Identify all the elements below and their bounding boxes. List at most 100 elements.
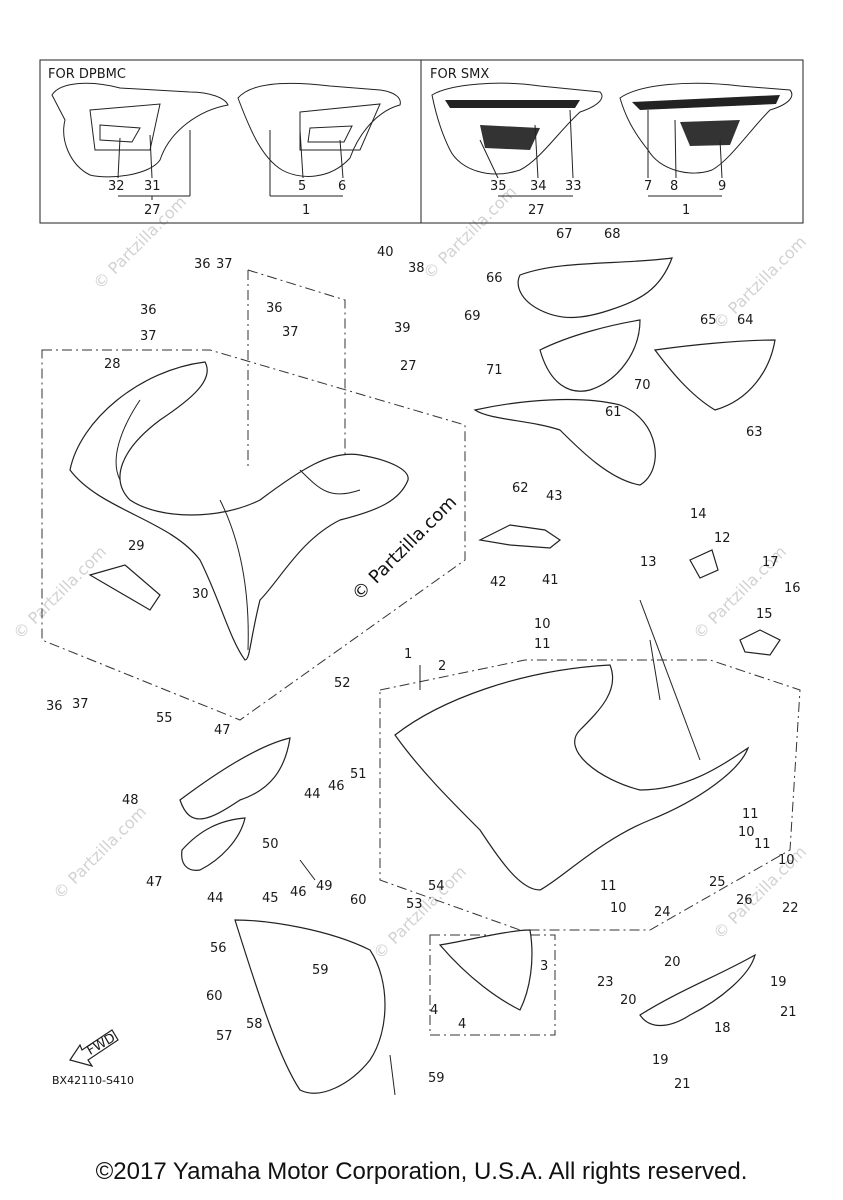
- callout: 20: [620, 993, 637, 1008]
- callout: 22: [782, 901, 799, 916]
- callout: 62: [512, 481, 529, 496]
- callout: 43: [546, 489, 563, 504]
- bracket-assembly: [88, 257, 781, 656]
- callout: 36: [194, 257, 211, 272]
- callout: 18: [714, 1021, 731, 1036]
- callout: 11: [534, 637, 551, 652]
- callout: 28: [104, 357, 121, 372]
- callout: 3: [540, 959, 548, 974]
- callout: 1: [682, 203, 690, 218]
- copyright-notice: ©2017 Yamaha Motor Corporation, U.S.A. A…: [95, 1158, 748, 1185]
- lower-panels: [179, 737, 756, 1094]
- callout: 51: [350, 767, 367, 782]
- callout: 61: [605, 405, 622, 420]
- callout: 66: [486, 271, 503, 286]
- callout: 10: [610, 901, 627, 916]
- leader-lines: [299, 599, 701, 1096]
- callout: 26: [736, 893, 753, 908]
- callout: 25: [709, 875, 726, 890]
- callout: 27: [528, 203, 545, 218]
- callout: 10: [534, 617, 551, 632]
- callout: 5: [298, 179, 306, 194]
- callout: 20: [664, 955, 681, 970]
- callout: 47: [214, 723, 231, 738]
- callout: 10: [738, 825, 755, 840]
- callout: 8: [670, 179, 678, 194]
- callout: 9: [718, 179, 726, 194]
- callout: 36: [140, 303, 157, 318]
- callout: 19: [652, 1053, 669, 1068]
- callout: 12: [714, 531, 731, 546]
- callout: 29: [128, 539, 145, 554]
- callout: 60: [206, 989, 223, 1004]
- callout: 23: [597, 975, 614, 990]
- callout: 10: [778, 853, 795, 868]
- callout: 27: [400, 359, 417, 374]
- fwd-arrow-icon: FWD: [69, 1029, 119, 1068]
- callout: 59: [428, 1071, 445, 1086]
- callout: 21: [780, 1005, 797, 1020]
- callout: 53: [406, 897, 423, 912]
- side-cowling: [394, 664, 750, 891]
- variant-title-dpbmc: FOR DPBMC: [48, 67, 126, 82]
- callout: 60: [350, 893, 367, 908]
- fwd-label: FWD: [84, 1031, 118, 1059]
- callout: 13: [640, 555, 657, 570]
- variant-box: FOR DPBMC FOR SMX: [39, 59, 804, 224]
- callout: 48: [122, 793, 139, 808]
- callout: 14: [690, 507, 707, 522]
- callout: 47: [146, 875, 163, 890]
- callout: 33: [565, 179, 582, 194]
- callout: 4: [458, 1017, 466, 1032]
- callout: 11: [754, 837, 771, 852]
- callout: 11: [600, 879, 617, 894]
- callout: 45: [262, 891, 279, 906]
- upper-cowling: [69, 361, 409, 661]
- callout: 2: [438, 659, 446, 674]
- watermark: © Partzilla.com: [89, 192, 190, 293]
- callout: 50: [262, 837, 279, 852]
- callout: 4: [430, 1003, 438, 1018]
- watermark: © Partzilla.com: [419, 182, 520, 283]
- callout: 24: [654, 905, 671, 920]
- callout: 67: [556, 227, 573, 242]
- callout: 56: [210, 941, 227, 956]
- callout: 17: [762, 555, 779, 570]
- callout: 40: [377, 245, 394, 260]
- callout: 70: [634, 378, 651, 393]
- callout: 44: [304, 787, 321, 802]
- callout: 27: [144, 203, 161, 218]
- callout: 16: [784, 581, 801, 596]
- callout: 57: [216, 1029, 233, 1044]
- callout: 11: [742, 807, 759, 822]
- callout: 58: [246, 1017, 263, 1032]
- diagram-code: BX42110-S410: [52, 1074, 135, 1087]
- callout: 35: [490, 179, 507, 194]
- callout: 42: [490, 575, 507, 590]
- callout: 39: [394, 321, 411, 336]
- callout: 32: [108, 179, 125, 194]
- callout: 55: [156, 711, 173, 726]
- callout: 37: [140, 329, 157, 344]
- callout: 44: [207, 891, 224, 906]
- callout: 38: [408, 261, 425, 276]
- callout: 46: [328, 779, 345, 794]
- callout: 19: [770, 975, 787, 990]
- callout: 46: [290, 885, 307, 900]
- callout: 6: [338, 179, 346, 194]
- callout: 21: [674, 1077, 691, 1092]
- callout: 1: [404, 647, 412, 662]
- callout: 37: [282, 325, 299, 340]
- callout: 49: [316, 879, 333, 894]
- callout: 31: [144, 179, 161, 194]
- callout: 68: [604, 227, 621, 242]
- watermark: © Partzilla.com: [49, 802, 150, 903]
- callout: 15: [756, 607, 773, 622]
- callout: 37: [72, 697, 89, 712]
- callout: 1: [302, 203, 310, 218]
- callout: 59: [312, 963, 329, 978]
- callout: 36: [266, 301, 283, 316]
- callout: 36: [46, 699, 63, 714]
- callout: 52: [334, 676, 351, 691]
